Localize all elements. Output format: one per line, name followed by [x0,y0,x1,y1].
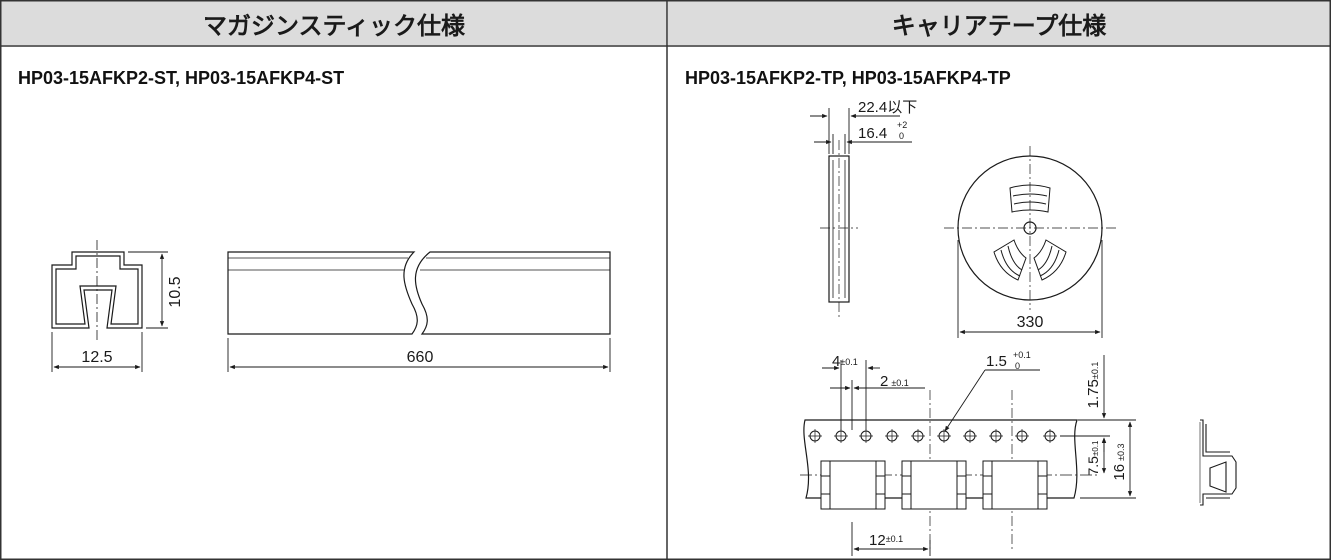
hole-diameter-label: 1.5 [986,353,1007,370]
svg-text:7.5±0.1: 7.5±0.1 [1085,440,1101,476]
reel-hub-tol-plus: +2 [897,120,907,130]
hole-diameter-tol-plus: +0.1 [1013,350,1031,360]
pocket-offset-label: 2±0.1 [880,373,909,390]
stick-cross-section [51,240,143,340]
tape-pocket-2 [901,460,967,510]
tape-cross-section [1199,419,1237,506]
reel-front-view [944,146,1116,310]
stick-height-label: 10.5 [167,276,184,307]
reel-max-width-label: 22.4以下 [858,99,917,116]
magazine-stick-header: マガジンスティック仕様 [1,1,667,45]
tape-part-numbers: HP03-15AFKP2-TP, HP03-15AFKP4-TP [685,68,1011,88]
reel-hub-width-label: 16.4 [858,125,887,142]
magazine-part-numbers: HP03-15AFKP2-ST, HP03-15AFKP4-ST [18,68,345,88]
reel-side-view [820,140,858,318]
reel-spoke-window-right [1033,239,1067,281]
reel-hub-tol-minus: 0 [899,131,904,141]
tape-pocket-1 [820,460,886,510]
sprocket-holes [808,429,1057,443]
hole-diameter-tol-minus: 0 [1015,361,1020,371]
svg-text:16±0.3: 16±0.3 [1111,443,1128,480]
stick-side-view [227,251,611,335]
reel-spoke-window-left [993,239,1027,281]
carrier-tape-header: キャリアテープ仕様 [668,1,1330,45]
stick-length-dimension [227,338,611,372]
reel-diameter-label: 330 [1017,314,1044,331]
edge-to-hole-label: 1.75±0.1 [1085,362,1102,409]
reel-width-dimensions [810,108,912,154]
stick-length-label: 660 [407,349,434,366]
tape-pocket-3 [982,460,1048,510]
reel-spoke-window-top [1009,184,1051,213]
tape-dimension-lines [822,355,1136,556]
svg-text:1.75±0.1: 1.75±0.1 [1085,362,1102,409]
pocket-pitch-label: 12±0.1 [869,532,903,549]
stick-dimension-lines [51,251,168,372]
stick-width-label: 12.5 [81,349,112,366]
hole-to-center-label: 7.5±0.1 [1085,440,1101,476]
reel-diameter-dimension [957,240,1103,338]
hole-pitch-label: 4±0.1 [832,353,858,370]
tape-width-label: 16±0.3 [1111,443,1128,480]
